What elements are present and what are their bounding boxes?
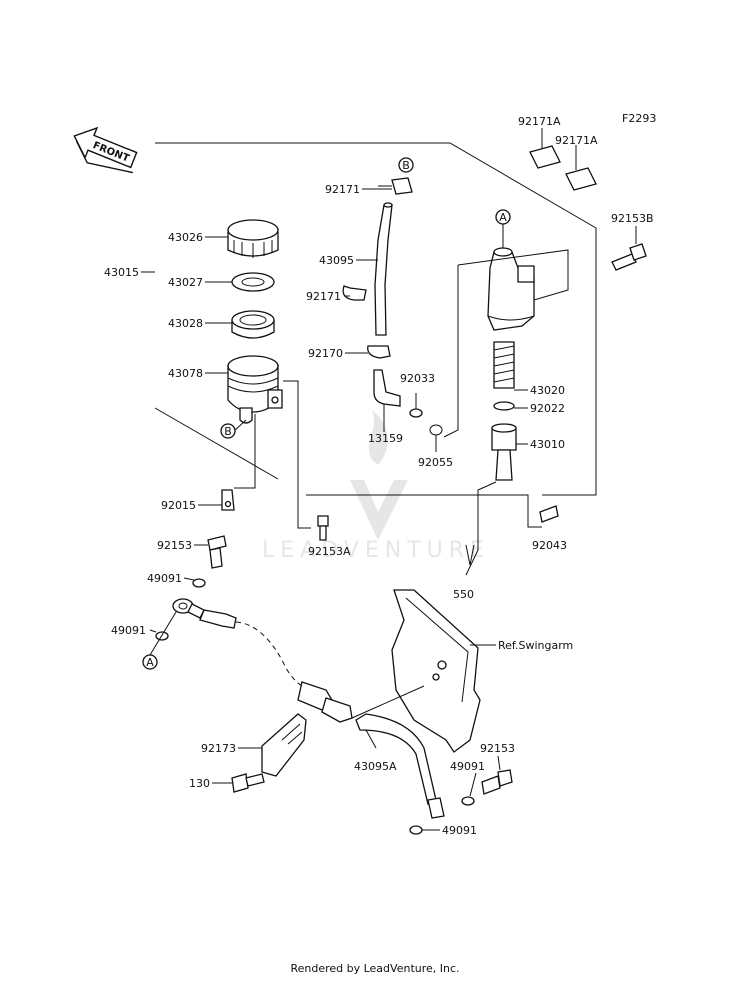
label-43078: 43078 [168,367,203,380]
label-550: 550 [453,588,474,601]
label-92153-left: 92153 [157,539,192,552]
label-92015: 92015 [161,499,196,512]
label-92171-top: 92171 [325,183,360,196]
label-49091-lower: 49091 [111,624,146,637]
label-49091-right-lower: 49091 [442,824,477,837]
bolt-92153-right [481,769,513,795]
label-92022: 92022 [530,402,565,415]
pin-92043 [492,494,559,528]
reservoir-diaphragm [231,310,275,339]
rings-92033-92055 [409,408,443,436]
part-92015-clip [221,489,235,511]
label-43095A: 43095A [354,760,397,773]
marker-b-reservoir: B [220,423,236,439]
label-43095: 43095 [319,254,354,267]
front-arrow: FRONT [73,126,138,174]
swingarm-ref [351,589,481,753]
label-130: 130 [189,777,210,790]
reservoir-plate [231,272,275,292]
banjo-bolt-92153-left [207,535,227,569]
watermark-text: LEADVENTURE [262,538,490,563]
label-92170: 92170 [308,347,343,360]
part-92153A-bolt [317,515,329,541]
circlip-92022 [493,401,528,411]
label-92153A: 92153A [308,545,351,558]
leader-lines-middle [344,188,459,452]
reservoir-hose-43095 [374,202,393,336]
footer-credit: Rendered by LeadVenture, Inc. [290,962,460,975]
figure-code: F2293 [622,112,656,125]
clamps-92171A [529,128,597,191]
washer-49091-upper [192,578,206,588]
label-92043: 92043 [532,539,567,552]
pushrod-43010 [491,423,528,481]
marker-b-hose: B [398,157,414,173]
marker-a-line-label: A [146,656,154,669]
marker-b-label: B [224,425,232,438]
reservoir-cap [227,219,279,258]
clamp-92171-mid [342,285,367,301]
reservoir-body [227,355,283,424]
bolt-92153B [611,226,647,271]
clamp-92170 [367,345,391,359]
label-92173: 92173 [201,742,236,755]
assembly-frame-43015 [154,142,597,496]
label-43020: 43020 [530,384,565,397]
label-92153B: 92153B [611,212,654,225]
clamp-92171-top [378,177,413,195]
bolt-130 [231,773,265,793]
label-92153-right: 92153 [480,742,515,755]
leader-lines-lower [149,544,501,831]
brake-hose-43095A [199,609,445,819]
marker-b-hose-label: B [402,159,410,172]
banjo-fitting [172,598,205,619]
marker-a-cylinder: A [495,209,511,248]
label-92171A-1: 92171A [518,115,561,128]
label-43028: 43028 [168,317,203,330]
label-ref-swingarm: Ref.Swingarm [498,639,573,652]
hose-bracket-92173 [261,713,307,777]
label-49091-right-upper: 49091 [450,760,485,773]
label-43026: 43026 [168,231,203,244]
label-43015: 43015 [104,266,139,279]
label-49091-upper: 49091 [147,572,182,585]
label-43010: 43010 [530,438,565,451]
label-92055: 92055 [418,456,453,469]
marker-a-line: A [142,654,158,670]
label-13159: 13159 [368,432,403,445]
marker-a-cylinder-label: A [499,211,507,224]
master-cylinder-body [457,247,569,331]
label-92171A-2: 92171A [555,134,598,147]
label-92033: 92033 [400,372,435,385]
leader-lines-left [205,236,311,529]
label-92171-mid: 92171 [306,290,341,303]
elbow-fitting-13159 [373,369,401,407]
label-43027: 43027 [168,276,203,289]
cotter-pin-550 [465,481,497,576]
spring-piston-43020 [493,341,528,391]
